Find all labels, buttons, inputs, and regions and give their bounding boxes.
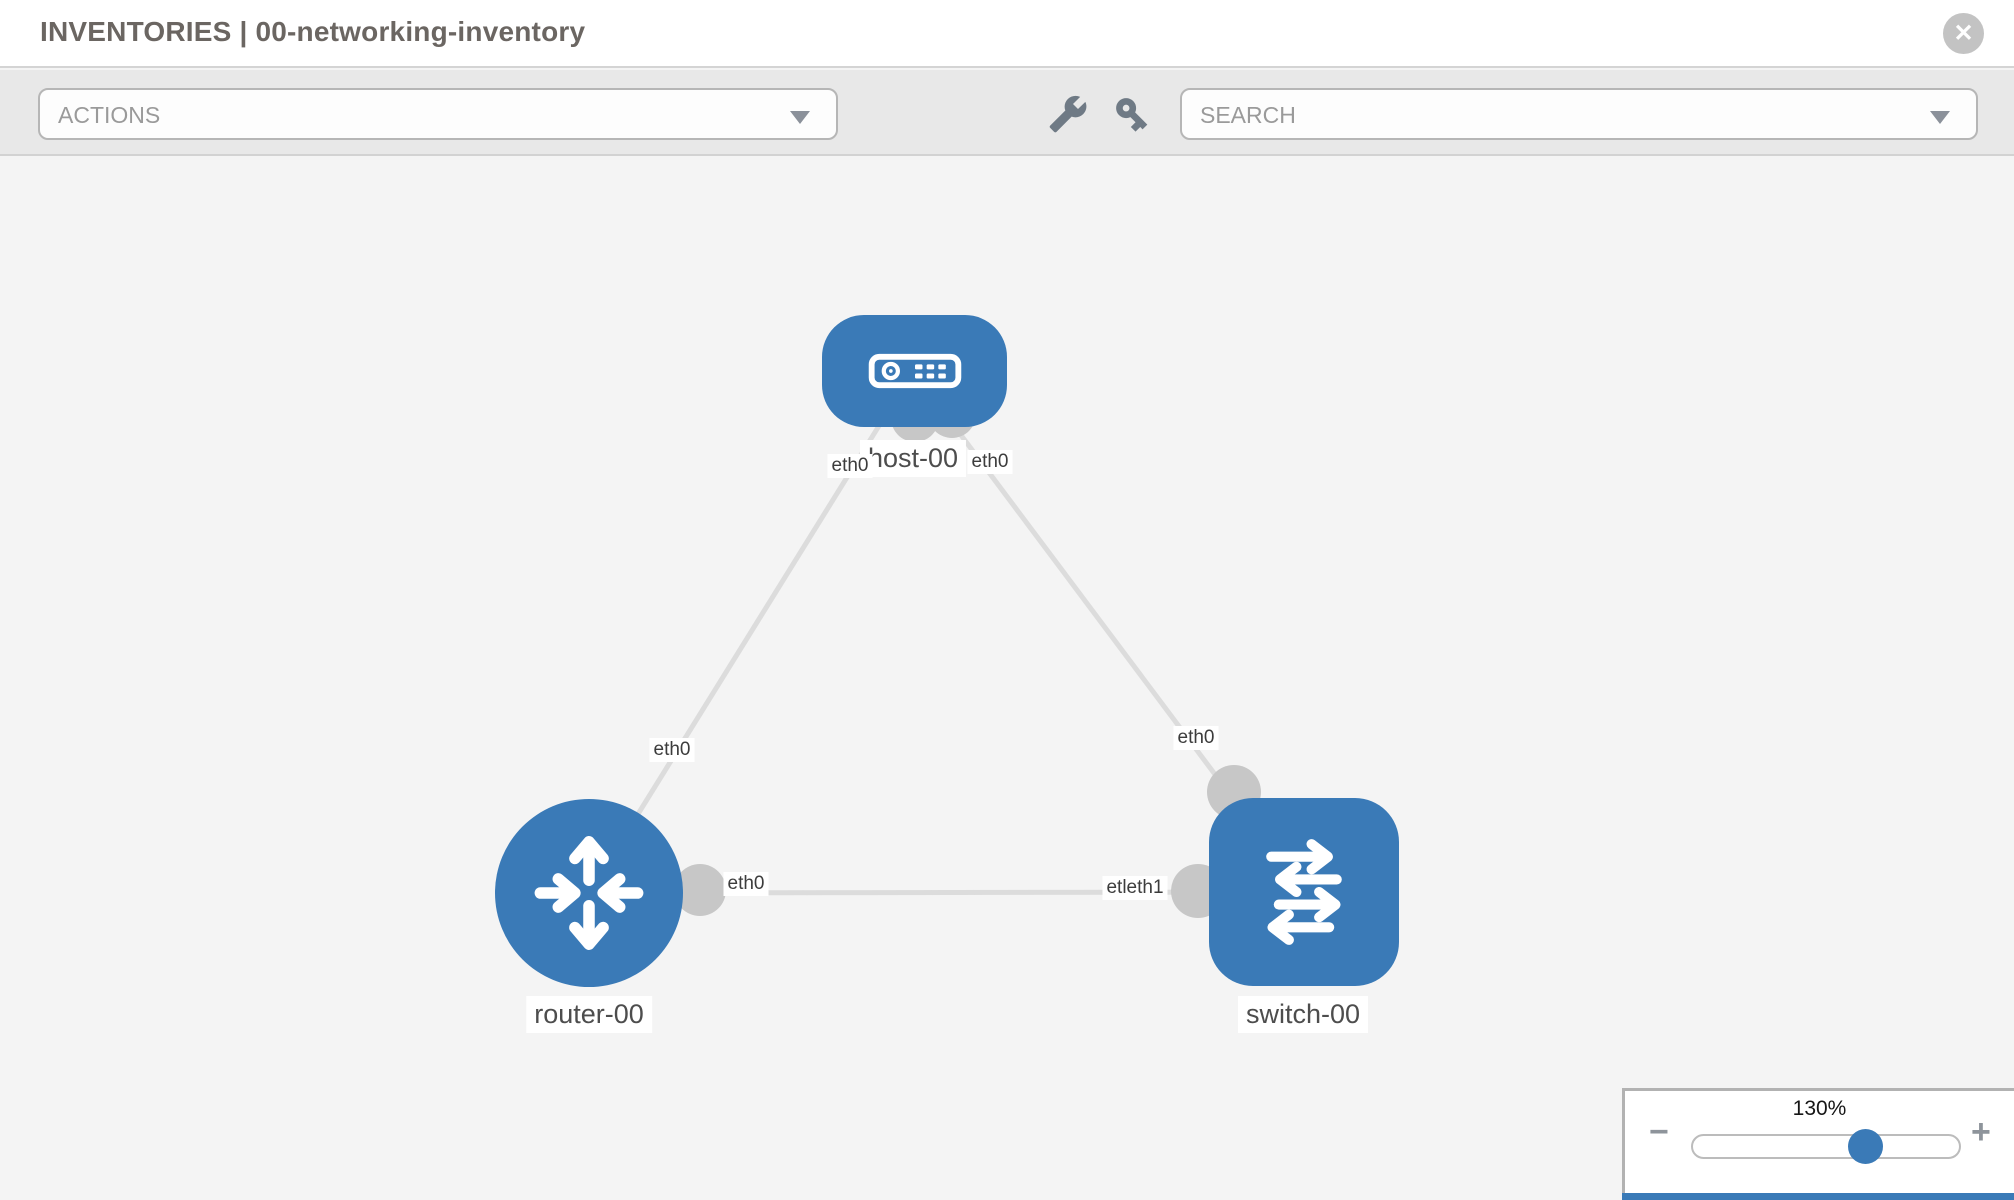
node-label-switch: switch-00 xyxy=(1237,996,1369,1033)
actions-dropdown[interactable]: ACTIONS xyxy=(38,88,838,140)
actions-dropdown-label: ACTIONS xyxy=(58,102,161,128)
iface-label-router-port: eth0 xyxy=(723,872,769,896)
zoom-percentage: 130% xyxy=(1792,1097,1847,1120)
node-label-router: router-00 xyxy=(526,996,652,1033)
node-router[interactable] xyxy=(495,799,683,987)
zoom-control-panel: 130% − + xyxy=(1622,1088,2014,1194)
zoom-slider-thumb[interactable] xyxy=(1848,1129,1883,1164)
node-label-host: host-00 xyxy=(859,440,967,477)
close-icon[interactable]: ✕ xyxy=(1943,13,1984,54)
node-switch[interactable] xyxy=(1209,798,1399,986)
port-router-eth0[interactable] xyxy=(674,864,726,916)
page-title: INVENTORIES | 00-networking-inventory xyxy=(40,16,586,47)
zoom-out-button[interactable]: − xyxy=(1649,1113,1669,1151)
chevron-down-icon xyxy=(1930,111,1950,124)
zoom-in-button[interactable]: + xyxy=(1971,1113,1991,1151)
topology-canvas[interactable]: host-00 router-00 switch-00 eth0 eth0 et… xyxy=(0,156,2014,1200)
bottom-blue-strip xyxy=(1622,1193,2014,1200)
chevron-down-icon xyxy=(790,111,810,124)
router-icon xyxy=(534,836,644,950)
toolbar: ACTIONS SEARCH xyxy=(0,70,2014,156)
iface-label-host-right: eth0 xyxy=(967,450,1013,474)
node-host[interactable] xyxy=(822,315,1007,427)
key-icon[interactable] xyxy=(1104,86,1161,143)
header: INVENTORIES | 00-networking-inventory ✕ xyxy=(0,0,2014,68)
host-icon xyxy=(868,353,961,389)
zoom-slider-track[interactable] xyxy=(1691,1134,1961,1159)
iface-label-host-left: eth0 xyxy=(827,454,873,478)
wrench-icon[interactable] xyxy=(1048,94,1088,134)
search-dropdown[interactable]: SEARCH xyxy=(1180,88,1978,140)
iface-label-switch-line: eth0 xyxy=(1173,726,1219,750)
search-dropdown-label: SEARCH xyxy=(1200,102,1296,128)
iface-label-router-line: eth0 xyxy=(649,738,695,762)
iface-label-switch-port: etleth1 xyxy=(1102,876,1168,900)
switch-icon xyxy=(1266,839,1342,945)
